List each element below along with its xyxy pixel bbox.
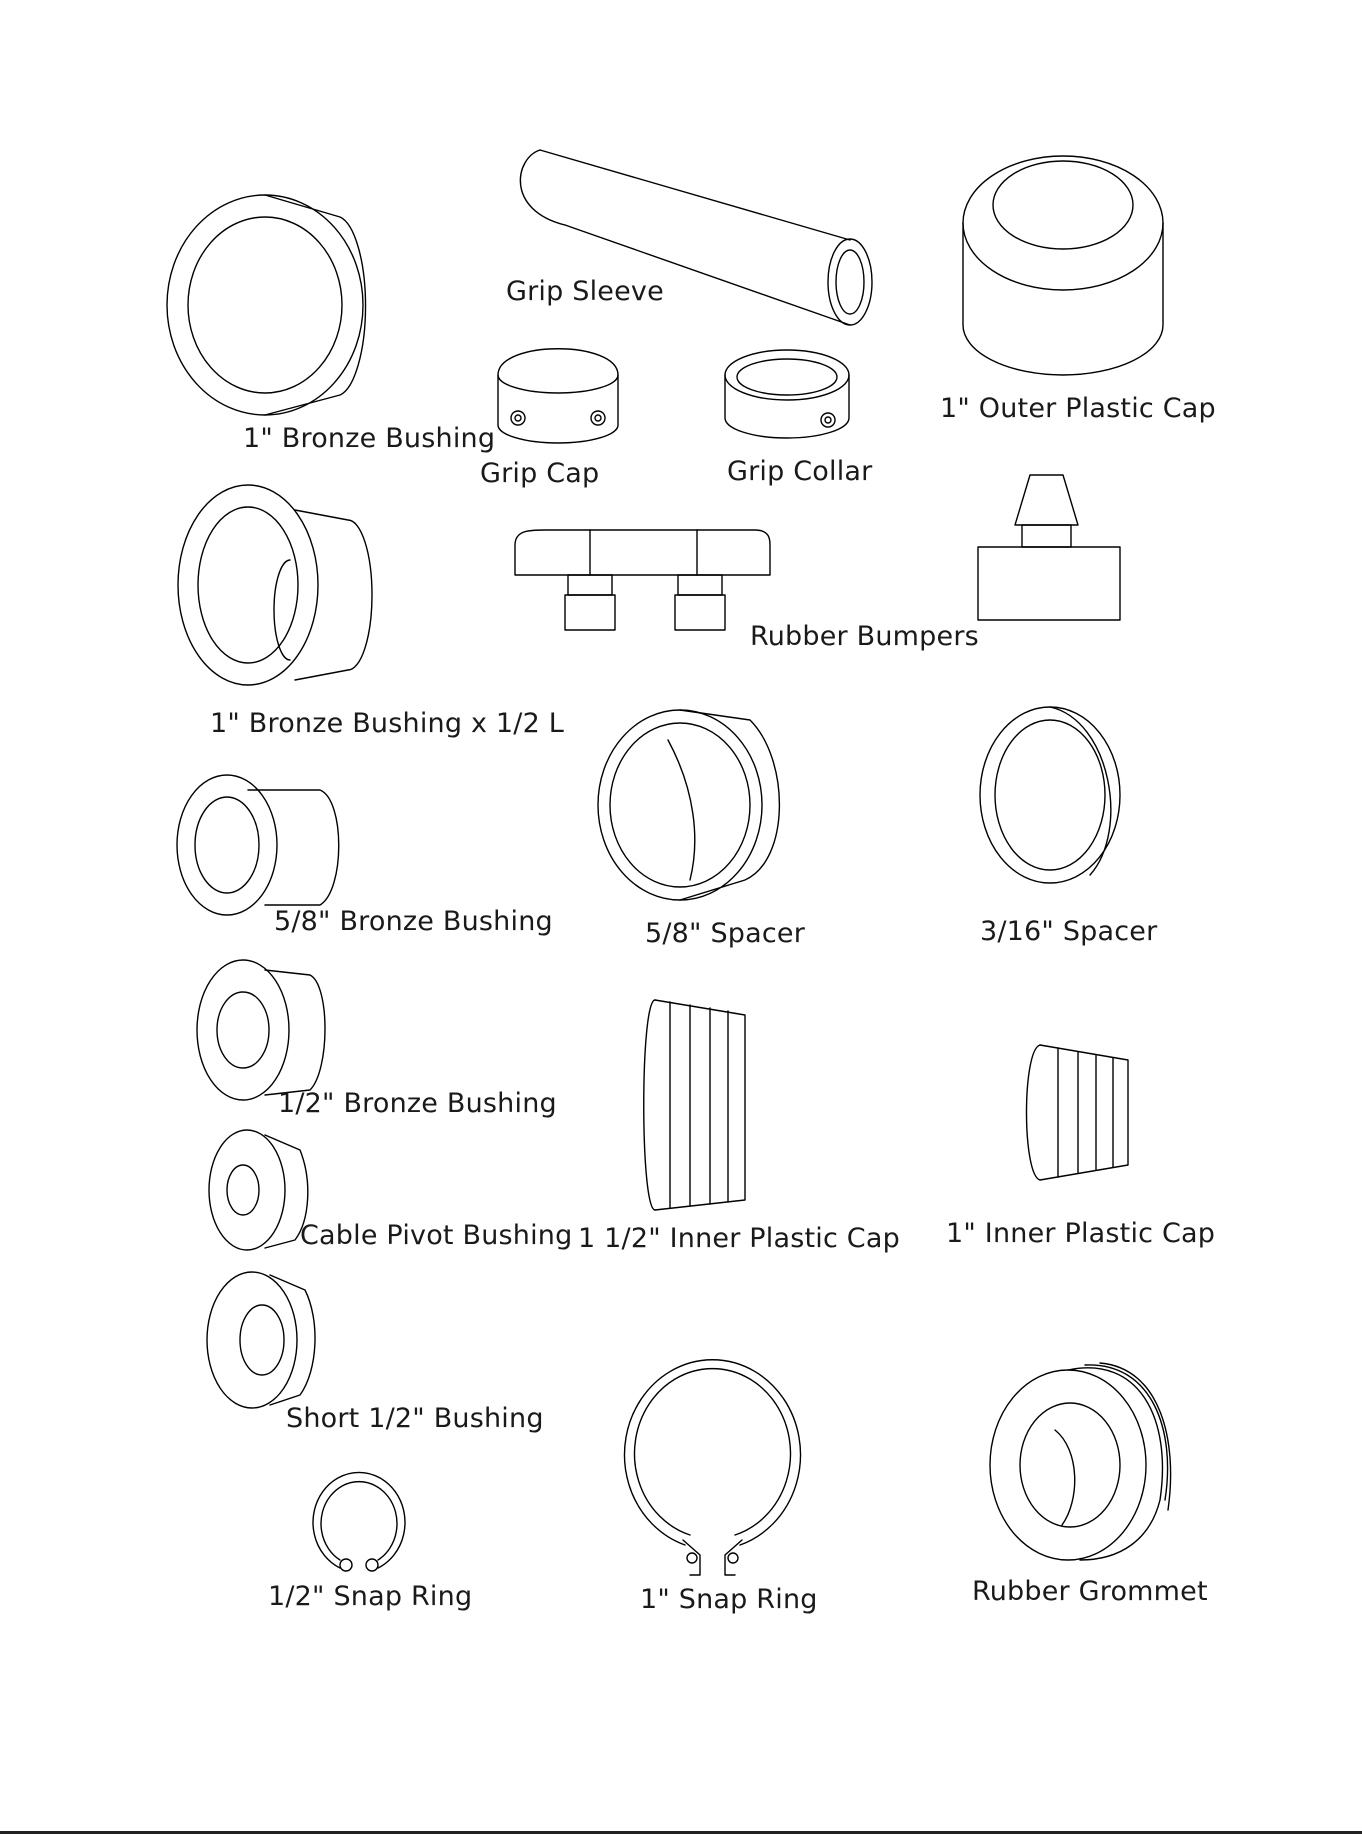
label-bronze-bushing-1-2: 1/2" Bronze Bushing xyxy=(278,1088,557,1119)
label-bronze-bushing-1in: 1" Bronze Bushing xyxy=(243,423,496,454)
label-rubber-bumpers: Rubber Bumpers xyxy=(750,621,979,652)
grip-cap-drawing xyxy=(497,348,619,444)
short-bushing-1-2-drawing xyxy=(206,1271,316,1409)
bronze-bushing-5-8-drawing xyxy=(176,774,340,916)
label-bronze-bushing-half-l: 1" Bronze Bushing x 1/2 L xyxy=(210,708,564,739)
bottom-rule xyxy=(0,1831,1362,1834)
snap-ring-1-drawing xyxy=(623,1359,802,1576)
label-grip-collar: Grip Collar xyxy=(727,456,873,487)
label-snap-ring-1-2: 1/2" Snap Ring xyxy=(268,1581,473,1612)
label-grip-sleeve: Grip Sleeve xyxy=(506,276,664,307)
bronze-bushing-1in-drawing xyxy=(166,194,367,416)
label-grip-cap: Grip Cap xyxy=(480,458,600,489)
snap-ring-1-2-drawing xyxy=(312,1471,406,1572)
label-inner-plastic-cap-1-5: 1 1/2" Inner Plastic Cap xyxy=(578,1223,900,1254)
label-inner-plastic-cap-1: 1" Inner Plastic Cap xyxy=(946,1218,1216,1249)
label-bronze-bushing-5-8: 5/8" Bronze Bushing xyxy=(274,906,553,937)
rubber-grommet-drawing xyxy=(989,1362,1172,1561)
label-cable-pivot-bushing: Cable Pivot Bushing xyxy=(300,1220,573,1251)
rubber-bumpers-drawing xyxy=(514,474,1121,631)
grip-sleeve-drawing xyxy=(519,149,873,326)
inner-plastic-cap-1-drawing xyxy=(1025,1044,1129,1181)
label-outer-plastic-cap: 1" Outer Plastic Cap xyxy=(940,393,1216,424)
label-short-bushing-1-2: Short 1/2" Bushing xyxy=(286,1403,544,1434)
label-rubber-grommet: Rubber Grommet xyxy=(972,1576,1208,1607)
label-spacer-3-16: 3/16" Spacer xyxy=(980,916,1158,947)
outer-plastic-cap-drawing xyxy=(962,155,1164,376)
inner-plastic-cap-1-5-drawing xyxy=(643,999,746,1211)
label-snap-ring-1: 1" Snap Ring xyxy=(640,1584,818,1615)
grip-collar-drawing xyxy=(724,349,850,439)
bronze-bushing-1-2-drawing xyxy=(196,959,326,1101)
cable-pivot-bushing-drawing xyxy=(208,1129,309,1251)
bronze-bushing-half-l-drawing xyxy=(177,484,373,686)
spacer-3-16-drawing xyxy=(979,706,1121,884)
spacer-5-8-drawing xyxy=(597,709,781,901)
label-spacer-5-8: 5/8" Spacer xyxy=(645,918,806,949)
